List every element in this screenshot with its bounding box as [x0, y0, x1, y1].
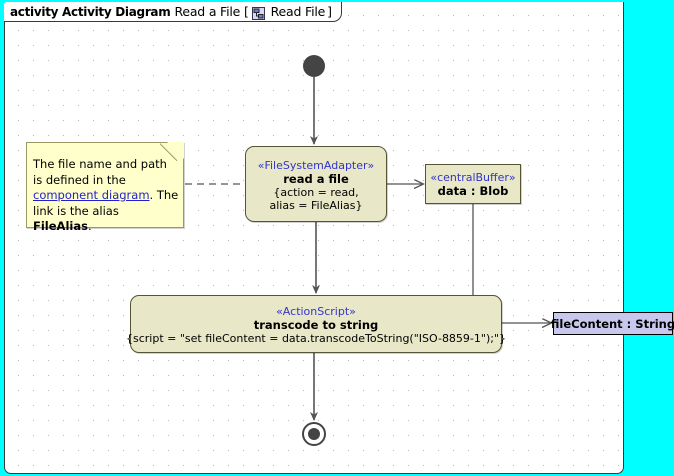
stereotype-centralbuffer: «centralBuffer»	[430, 170, 516, 184]
activity-final-node[interactable]	[302, 422, 326, 446]
frame-title-tab[interactable]: activity Activity Diagram Read a File [ …	[4, 2, 343, 22]
action-name-transcode-to-string: transcode to string	[253, 318, 379, 332]
note-line-4-post: .	[87, 219, 92, 233]
object-node-filecontent[interactable]: fileContent : String	[550, 312, 674, 335]
final-node-inner-dot	[308, 428, 320, 440]
note-file-location[interactable]: The file name and path is defined in the…	[26, 142, 184, 233]
note-line-4-pre: alias	[92, 203, 119, 218]
object-node-data-blob[interactable]: «centralBuffer» data : Blob	[425, 164, 521, 204]
note-line-2-pre: defined in the	[45, 172, 126, 187]
action-name-read-a-file: read a file	[283, 172, 349, 186]
corner-notch	[0, 0, 5, 3]
object-name-data-blob: data : Blob	[437, 183, 509, 198]
action-read-a-file[interactable]: «FileSystemAdapter» read a file {action …	[245, 146, 387, 222]
note-bold-filealias: FileAlias	[33, 219, 88, 233]
action-script-constraint: {script = "set fileContent = data.transc…	[126, 332, 507, 345]
frame-name: Read a File [	[174, 4, 249, 19]
action-constraint-line1: {action = read,	[273, 186, 359, 199]
note-line-1: The file name and path is	[33, 157, 167, 187]
note-text: The file name and path is defined in the…	[33, 157, 179, 235]
initial-node[interactable]	[303, 55, 325, 77]
action-transcode-to-string[interactable]: «ActionScript» transcode to string {scri…	[126, 295, 506, 353]
object-name-filecontent: fileContent : String	[550, 316, 674, 331]
activity-diagram-icon	[251, 5, 265, 20]
stereotype-filesystemadapter: «FileSystemAdapter»	[257, 159, 375, 172]
stereotype-actionscript: «ActionScript»	[276, 305, 356, 318]
frame-keyword: activity Activity Diagram	[10, 4, 171, 19]
frame-bracket-close: ]	[327, 4, 333, 19]
note-line-3-post: . The link is the	[33, 188, 179, 218]
frame-tab-label: Read File	[270, 4, 326, 19]
action-constraint-line2: alias = FileAlias}	[269, 199, 363, 212]
note-link-component-diagram[interactable]: component diagram	[33, 188, 150, 202]
